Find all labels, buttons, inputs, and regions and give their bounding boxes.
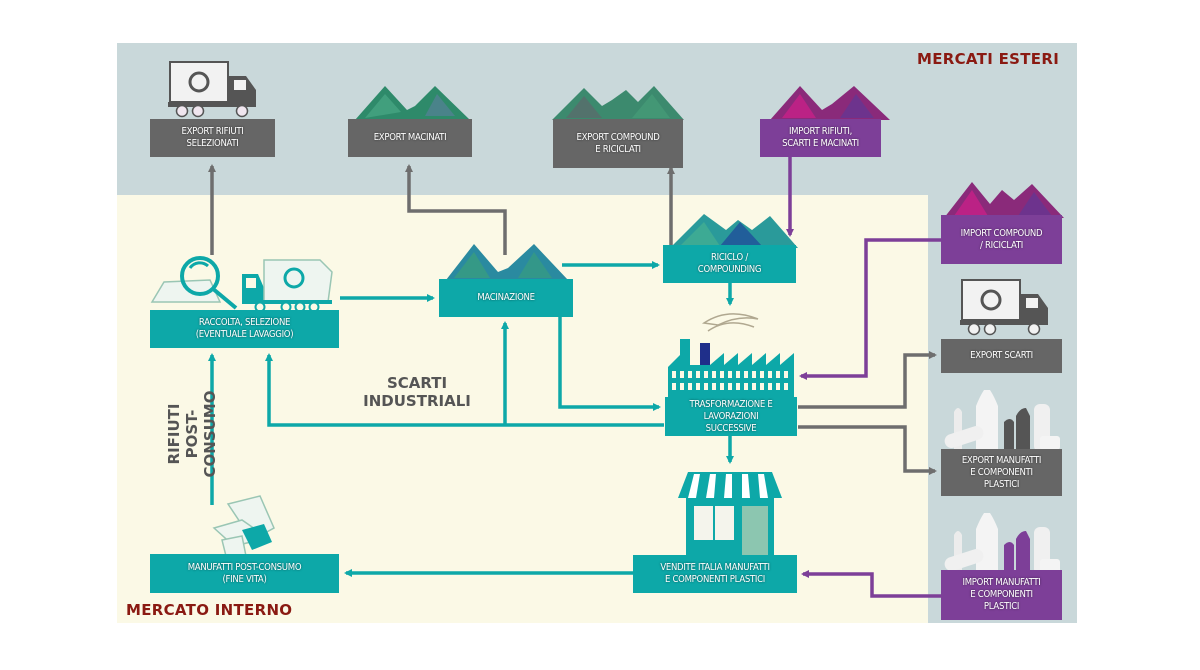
plastic-bottles-icon bbox=[944, 513, 1060, 575]
factory-icon bbox=[668, 313, 794, 399]
line-macinazione-to-export-macinati bbox=[405, 164, 507, 255]
export-macinati-box: EXPORT MACINATI bbox=[348, 119, 472, 157]
riciclo-compounding-box: RICICLO / COMPOUNDING bbox=[663, 245, 796, 283]
shop-icon bbox=[678, 472, 782, 556]
granules-pile-icon bbox=[446, 244, 568, 280]
truck-icon bbox=[960, 279, 1048, 336]
domestic-market-label: MERCATO INTERNO bbox=[126, 601, 293, 619]
export-manufatti-box: EXPORT MANUFATTI E COMPONENTI PLASTICI bbox=[941, 449, 1062, 496]
import-compound-box: IMPORT COMPOUND / RICICLATI bbox=[941, 215, 1062, 264]
line-import-manufatti-to-vendite bbox=[801, 570, 941, 598]
line-macinazione-to-trasformazione bbox=[558, 317, 661, 411]
magnifier-garbage-truck-icon bbox=[150, 256, 333, 312]
macinazione-box: MACINAZIONE bbox=[439, 279, 573, 317]
granules-pile-icon bbox=[552, 86, 684, 120]
granules-pile-icon bbox=[670, 214, 798, 248]
line-trasformazione-to-export-scarti bbox=[798, 351, 937, 409]
vendite-italia-box: VENDITE ITALIA MANUFATTI E COMPONENTI PL… bbox=[633, 555, 797, 593]
scarti-industriali-label: SCARTI INDUSTRIALI bbox=[363, 374, 471, 410]
import-rifiuti-box: IMPORT RIFIUTI, SCARTI E MACINATI bbox=[760, 119, 881, 157]
granules-pile-icon bbox=[944, 182, 1064, 218]
raccolta-selezione-box: RACCOLTA, SELEZIONE (EVENTUALE LAVAGGIO) bbox=[150, 310, 339, 348]
foreign-markets-label: MERCATI ESTERI bbox=[917, 50, 1060, 68]
export-rifiuti-box: EXPORT RIFIUTI SELEZIONATI bbox=[150, 119, 275, 157]
manufatti-post-consumo-box: MANUFATTI POST-CONSUMO (FINE VITA) bbox=[150, 554, 339, 593]
trasformazione-box: TRASFORMAZIONE E LAVORAZIONI SUCCESSIVE bbox=[665, 397, 797, 436]
line-scarti-industriali bbox=[265, 353, 664, 427]
plastic-bottles-icon bbox=[944, 390, 1060, 452]
line-import-compound-to-trasformazione bbox=[799, 238, 941, 380]
import-manufatti-box: IMPORT MANUFATTI E COMPONENTI PLASTICI bbox=[941, 570, 1062, 620]
truck-icon bbox=[168, 61, 256, 118]
granules-pile-icon bbox=[770, 86, 890, 120]
granules-pile-icon bbox=[355, 86, 470, 120]
line-trasformazione-to-export-manufatti bbox=[798, 425, 937, 475]
export-compound-box: EXPORT COMPOUND E RICICLATI bbox=[553, 119, 683, 168]
rifiuti-post-consumo-label: RIFIUTI POST- CONSUMO bbox=[165, 390, 219, 478]
waste-items-icon bbox=[212, 495, 275, 556]
export-scarti-box: EXPORT SCARTI bbox=[941, 339, 1062, 373]
